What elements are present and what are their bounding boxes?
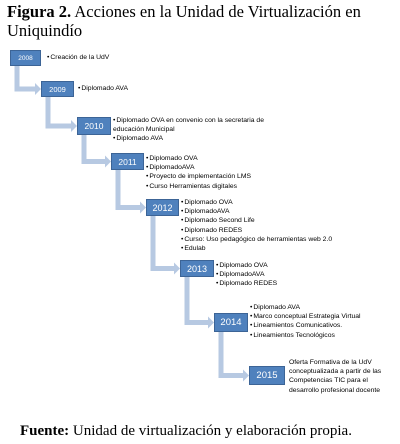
year-box-2008: 2008	[10, 50, 41, 66]
timeline-item: Edulab	[181, 244, 361, 253]
timeline-item: Diplomado AVA	[113, 134, 265, 143]
timeline-item: Curso: Uso pedagógico de herramientas we…	[181, 235, 361, 244]
timeline-item: Proyecto de implementación LMS	[146, 172, 296, 181]
connector-arrow	[115, 170, 141, 210]
year-label: 2008	[18, 54, 33, 62]
year-items-2008: Creación de la UdV	[47, 53, 217, 62]
timeline-item: Oferta Formativa de la UdV conceptualiza…	[289, 359, 382, 394]
connector-arrowhead	[105, 155, 111, 168]
year-label: 2013	[186, 263, 208, 274]
figure-label: Figura 2.	[7, 2, 72, 21]
source-text: Unidad de virtualización y elaboración p…	[72, 423, 352, 439]
year-label: 2009	[49, 84, 66, 94]
timeline-item: Diplomado REDES	[216, 279, 366, 288]
figure-caption: Acciones en la Unidad de Virtualización …	[7, 2, 361, 40]
year-box-2015: 2015	[249, 366, 285, 385]
year-box-2011: 2011	[111, 153, 144, 170]
timeline-item: Diplomado Second Life	[181, 216, 361, 225]
year-label: 2011	[118, 156, 137, 167]
connector-arrowhead	[174, 262, 180, 275]
connector-arrow	[218, 332, 244, 378]
source-label: Fuente:	[20, 423, 70, 439]
timeline-item: Diplomado OVA	[181, 198, 361, 207]
year-box-2012: 2012	[146, 199, 179, 216]
timeline-item: Diplomado OVA en convenio con la secreta…	[113, 116, 265, 134]
connector-arrow	[45, 97, 72, 129]
connector-arrow	[14, 66, 36, 92]
timeline-item: DiplomadoAVA	[146, 163, 296, 172]
year-label: 2015	[256, 370, 278, 381]
year-items-2015: Oferta Formativa de la UdV conceptualiza…	[289, 358, 397, 395]
connector-arrowhead	[243, 369, 249, 382]
year-box-2013: 2013	[180, 260, 214, 277]
year-items-2011: Diplomado OVADiplomadoAVAProyecto de imp…	[146, 154, 296, 191]
timeline-item: Lineamientos Comunicativos.	[250, 321, 400, 330]
figure-title: Figura 2. Acciones en la Unidad de Virtu…	[7, 2, 399, 40]
timeline-item: Creación de la UdV	[47, 53, 217, 62]
timeline-item: Marco conceptual Estrategia Virtual	[250, 312, 400, 321]
timeline-item: Diplomado OVA	[146, 154, 296, 163]
year-items-2010: Diplomado OVA en convenio con la secreta…	[113, 116, 265, 144]
year-items-2012: Diplomado OVADiplomadoAVADiplomado Secon…	[181, 198, 361, 253]
year-items-2014: Diplomado AVAMarco conceptual Estrategia…	[250, 303, 400, 340]
timeline-item: Diplomado AVA	[78, 84, 198, 93]
timeline-item: Diplomado REDES	[181, 226, 361, 235]
year-items-2013: Diplomado OVADiplomadoAVADiplomado REDES	[216, 261, 366, 289]
year-label: 2010	[84, 121, 104, 131]
year-box-2014: 2014	[214, 313, 248, 332]
connector-arrowhead	[140, 201, 146, 214]
connector-arrow	[81, 135, 106, 164]
timeline-item: Curso Herramientas digitales	[146, 182, 296, 191]
year-label: 2014	[220, 317, 242, 328]
timeline-item: DiplomadoAVA	[216, 270, 366, 279]
timeline-item: Diplomado AVA	[250, 303, 400, 312]
year-box-2009: 2009	[41, 81, 74, 97]
timeline-item: DiplomadoAVA	[181, 207, 361, 216]
timeline-item: Diplomado OVA	[216, 261, 366, 270]
connector-arrowhead	[35, 83, 41, 95]
connector-arrow	[150, 216, 175, 271]
connector-arrow	[184, 277, 209, 325]
timeline-item: Lineamientos Tecnológicos	[250, 331, 400, 340]
figure-source: Fuente: Unidad de virtualización y elabo…	[20, 423, 352, 440]
year-items-2009: Diplomado AVA	[78, 84, 198, 93]
year-label: 2012	[152, 202, 173, 213]
connector-arrowhead	[71, 120, 77, 132]
year-box-2010: 2010	[77, 117, 111, 135]
connector-arrowhead	[208, 316, 214, 329]
